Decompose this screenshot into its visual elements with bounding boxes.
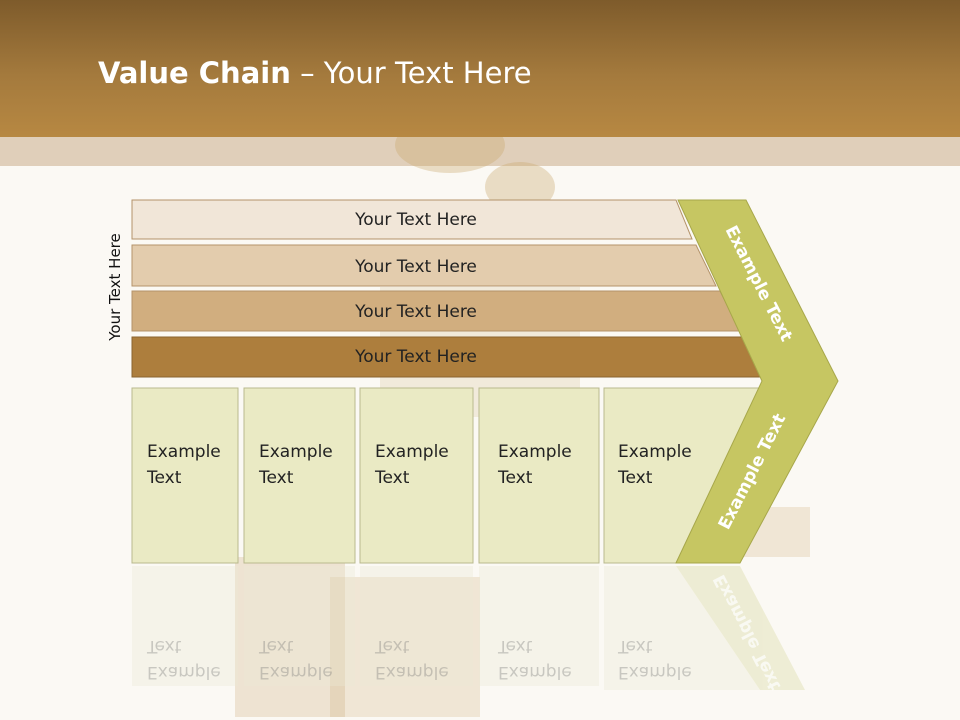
boxes-reflection <box>132 566 805 690</box>
row-2-bar <box>131 244 717 287</box>
box-2 <box>243 387 356 564</box>
box-3 <box>359 387 474 564</box>
row-1-bar <box>131 199 693 240</box>
row-4-label: Your Text Here <box>354 347 477 367</box>
chevron-arrow <box>675 199 839 564</box>
row-1-label: Your Text Here <box>354 210 477 230</box>
box-4 <box>478 387 600 564</box>
page-title: Value Chain – Your Text Here <box>98 56 532 90</box>
box-1 <box>131 387 239 564</box>
title-bar <box>0 0 960 137</box>
row-2-label: Your Text Here <box>354 257 477 277</box>
header-band <box>0 137 960 166</box>
row-3-label: Your Text Here <box>354 302 477 322</box>
